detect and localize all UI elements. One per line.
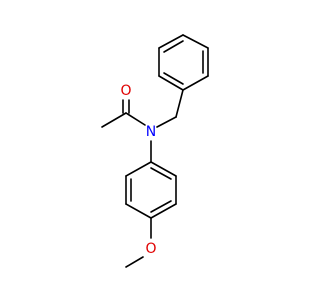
amide-nitrogen-label: N [146,124,156,140]
ring1-bond-1-inner [163,40,184,53]
structure-canvas: O N O [101,34,209,268]
ring1-bond-4 [182,75,209,91]
carbonyl-to-methyl-bond [101,112,127,128]
ring2-bond-1-inner [150,167,172,180]
ring2-bond-6 [125,161,152,177]
n-to-carbonyl-bond [125,112,146,126]
ether-oxygen-to-methyl-bond [125,256,144,268]
ch2-to-n-bond [156,116,177,128]
ring1-bond-1 [158,34,184,49]
methoxyphenyl-ring [125,161,177,219]
ring2-bond-3 [150,203,177,219]
ether-oxygen-label: O [145,241,156,257]
molecule-structure: O N O [101,34,209,268]
carbonyl-oxygen-label: O [120,83,131,99]
benzyl-ring [158,34,209,91]
ring2-bond-4 [125,203,152,219]
ring2-bond-3-inner [150,200,172,213]
ring1-bond-5 [158,75,184,91]
ring2-bond-1 [150,161,177,177]
benzyl-to-ch2-bond [175,89,184,118]
ring1-bond-5-inner [163,72,184,85]
ring1-bond-2 [182,34,209,49]
